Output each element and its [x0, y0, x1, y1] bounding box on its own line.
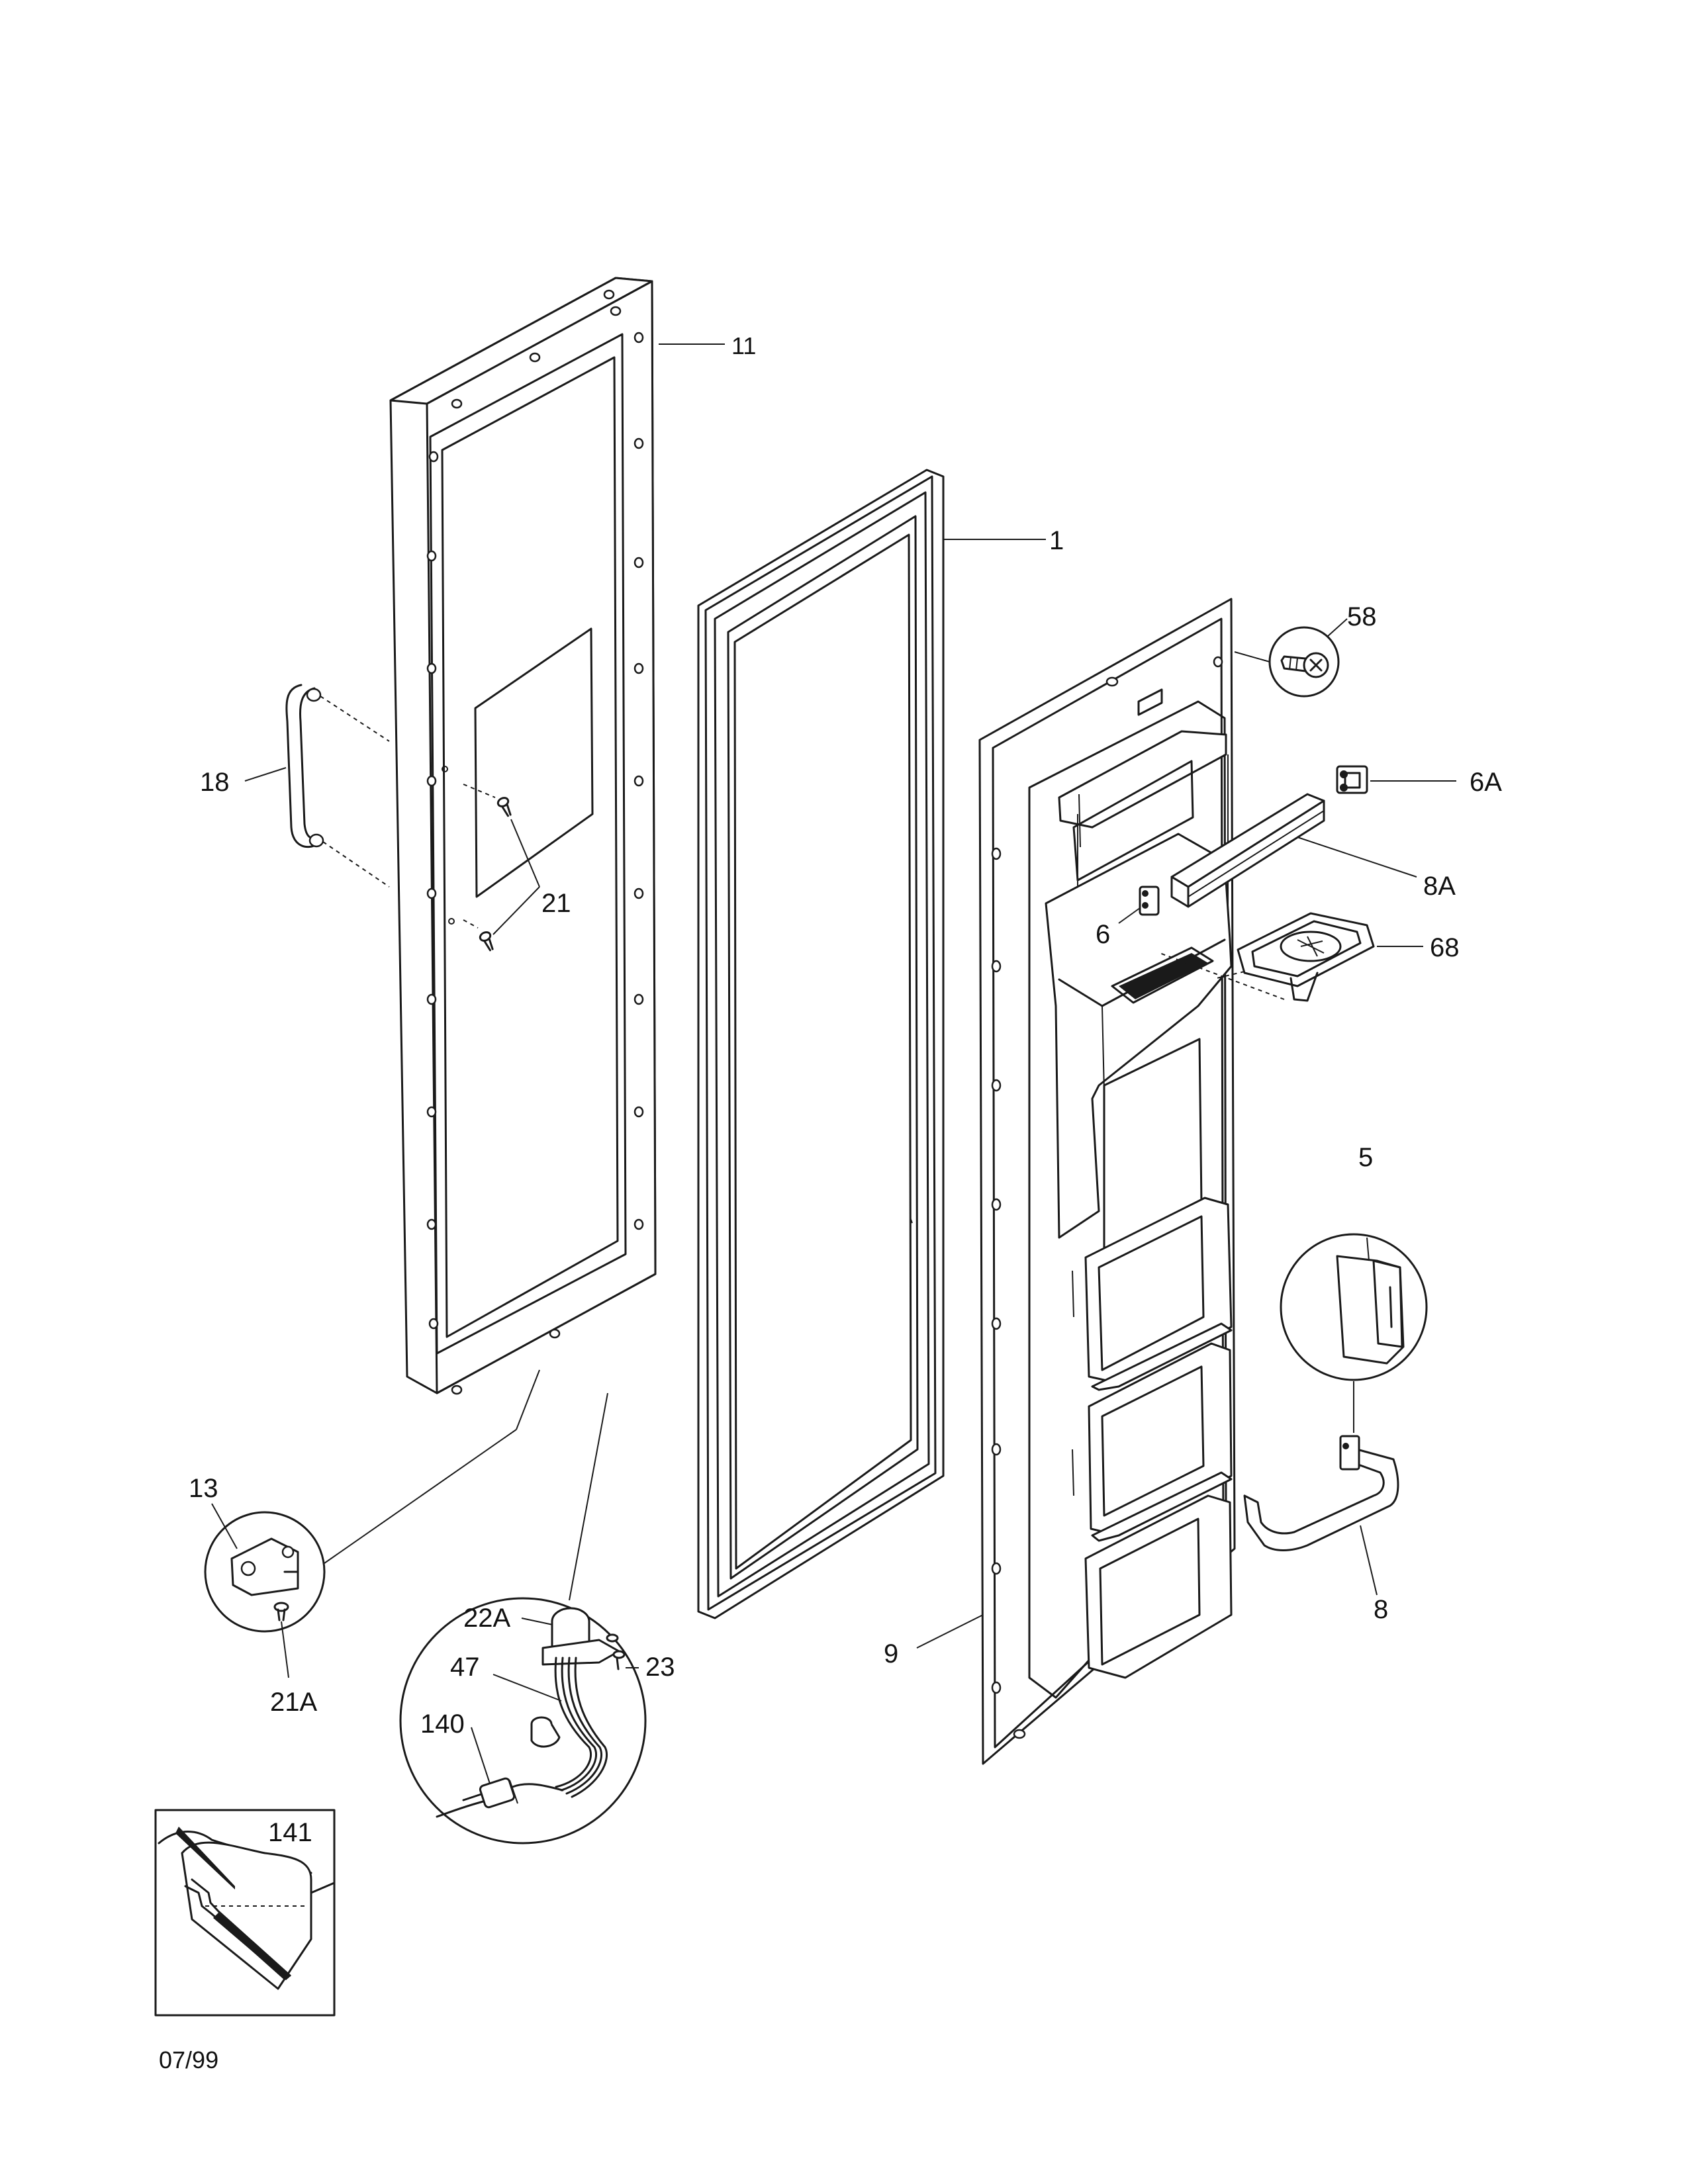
leader-lines [244, 343, 1046, 1649]
clip-callout-5 [1280, 1233, 1428, 1433]
bracket-8 [1243, 1435, 1399, 1596]
date-code: 07/99 [159, 2046, 218, 2073]
label-13: 13 [189, 1474, 218, 1503]
label-5: 5 [1358, 1143, 1373, 1172]
label-23: 23 [645, 1653, 675, 1682]
hinge-bracket-6A [1336, 765, 1456, 794]
label-8: 8 [1374, 1595, 1388, 1624]
door-liner [978, 598, 1236, 1765]
label-68: 68 [1430, 933, 1460, 962]
label-21: 21 [541, 889, 571, 918]
rail-8A [1170, 793, 1417, 908]
label-18: 18 [200, 768, 230, 797]
label-141: 141 [268, 1818, 312, 1847]
bracket-callout-13 [204, 1369, 540, 1678]
label-11: 11 [731, 332, 756, 359]
label-8A: 8A [1423, 872, 1456, 901]
door-gasket [697, 469, 945, 1619]
bracket-6 [1118, 886, 1160, 924]
dispenser-cup-68 [1159, 912, 1423, 1002]
label-21A: 21A [270, 1688, 317, 1717]
label-6: 6 [1096, 920, 1110, 949]
part-labels: 11 1 58 6A 8A 6 68 18 21 5 13 21A 22A 23… [159, 332, 1502, 2073]
label-47: 47 [450, 1653, 480, 1682]
screw-callout-58 [1234, 618, 1348, 698]
door-handle [285, 684, 390, 887]
door-outer-frame [389, 277, 657, 1395]
kit-box-141 [154, 1809, 336, 2017]
switch-callout-22A [399, 1392, 647, 1844]
label-58: 58 [1347, 602, 1377, 631]
label-140: 140 [420, 1709, 465, 1739]
label-6A: 6A [1470, 768, 1502, 797]
label-1: 1 [1049, 526, 1064, 555]
label-22A: 22A [463, 1604, 510, 1633]
label-9: 9 [884, 1639, 898, 1668]
screws-21 [463, 784, 540, 952]
